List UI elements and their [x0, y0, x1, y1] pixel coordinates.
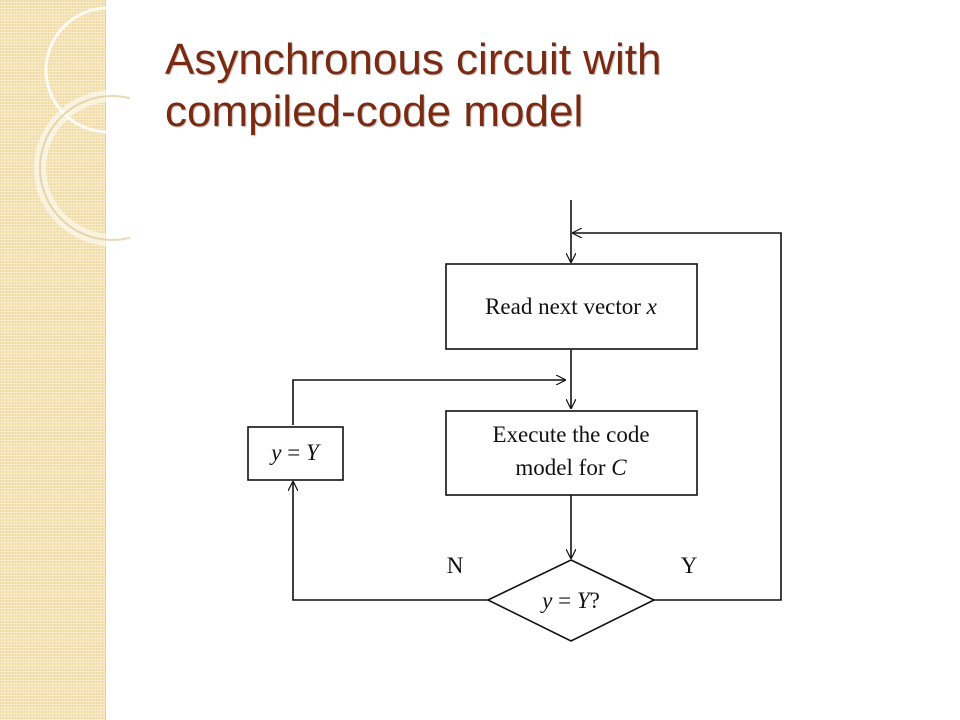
execute-model-box [445, 410, 698, 496]
decision-label: y = Y? [540, 588, 600, 613]
slide-title: Asynchronous circuit with compiled-code … [165, 34, 925, 138]
read-vector-box [445, 263, 698, 350]
assign-y-label: y = Y [269, 440, 321, 465]
yes-branch-label: Y [681, 553, 698, 578]
yes-branch-loop-arrow [573, 233, 782, 601]
assign-y-box [247, 426, 344, 481]
decorative-rings [34, 6, 130, 246]
decision-diamond [486, 559, 656, 642]
no-branch-label: N [447, 553, 464, 578]
execute-model-label-line-1: Execute the code [492, 422, 649, 447]
read-vector-label: Read next vector x [485, 294, 658, 319]
slide-title-line-1: Asynchronous circuit with [165, 35, 662, 84]
assign-to-execute-arrow [292, 380, 565, 425]
execute-model-label-line-2: model for C [515, 455, 627, 480]
no-branch-arrow [293, 482, 488, 601]
slide-title-line-2: compiled-code model [165, 87, 584, 136]
